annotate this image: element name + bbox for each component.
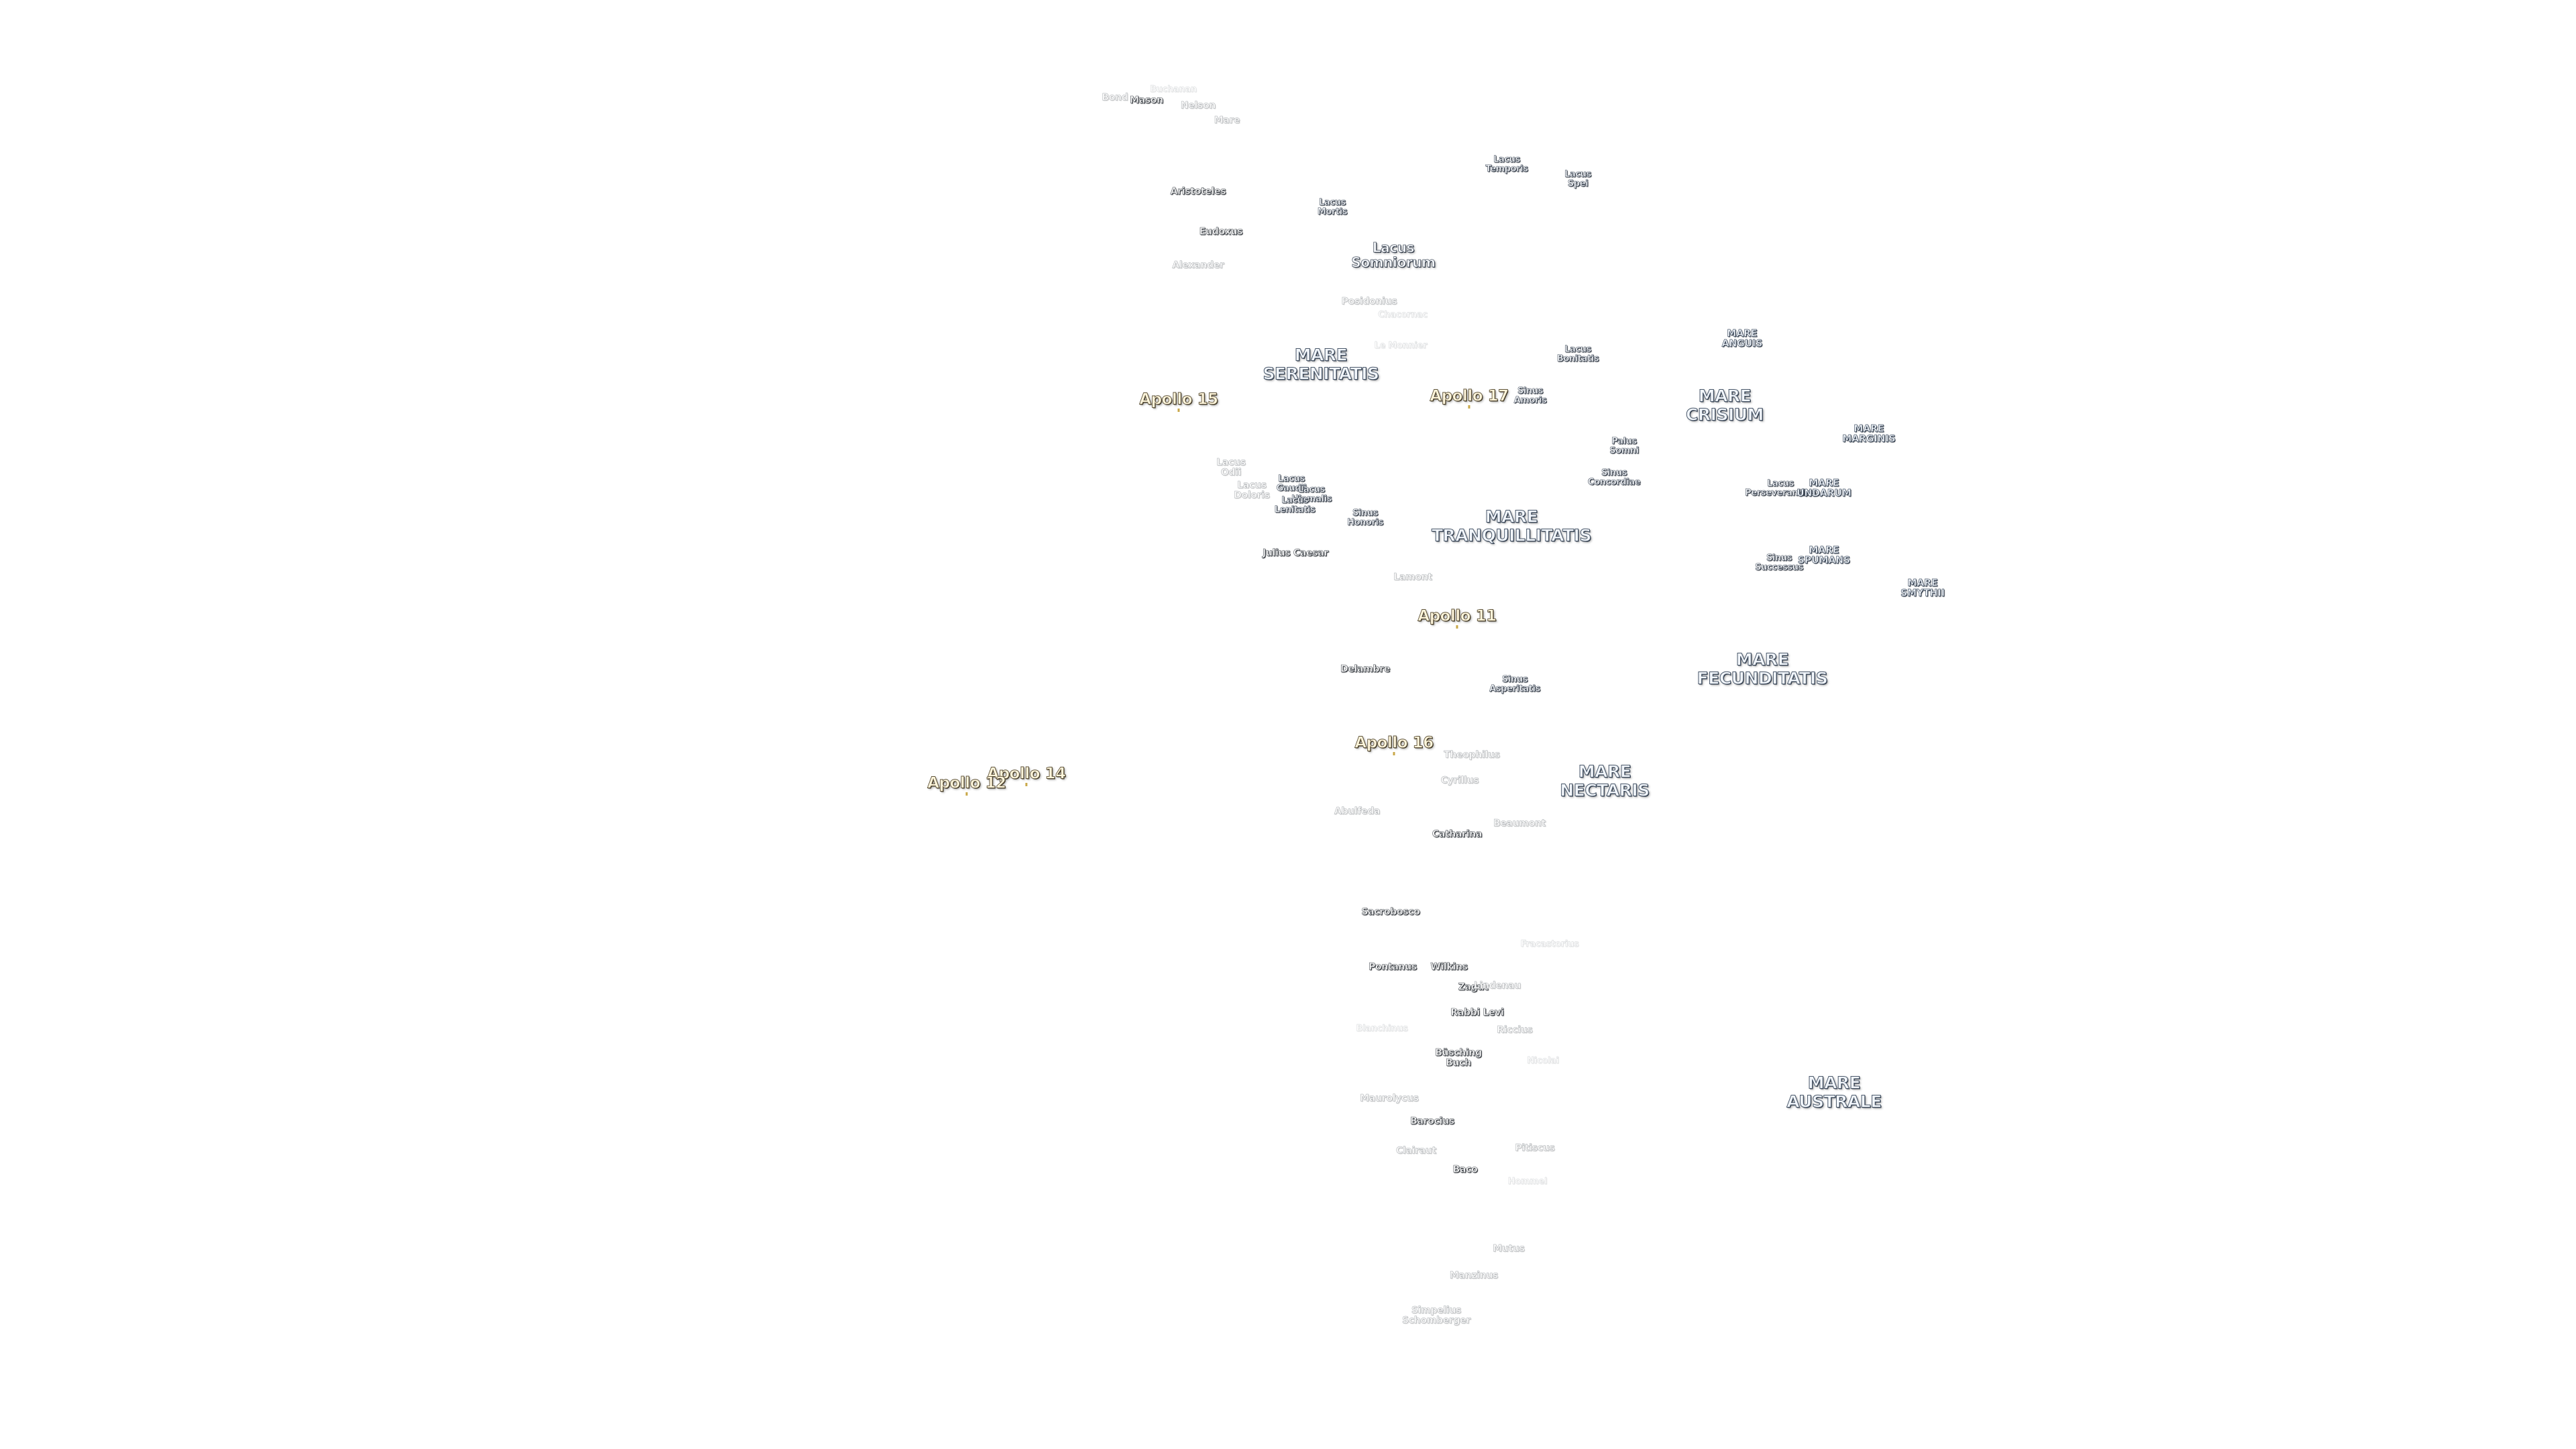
- map-label-palus-somni[interactable]: Palus Somni: [1609, 436, 1640, 456]
- map-label-catharina[interactable]: Catharina: [1432, 828, 1483, 840]
- map-label-lacus-doloris[interactable]: Lacus Doloris: [1234, 480, 1270, 501]
- map-label-apollo-17[interactable]: Apollo 17: [1430, 387, 1509, 405]
- landing-site-marker-icon: [965, 792, 968, 796]
- map-label-le-monnier[interactable]: Le Monnier: [1374, 340, 1428, 351]
- map-label-lacus-somniorum[interactable]: Lacus Somniorum: [1351, 239, 1436, 270]
- map-label-pitiscus[interactable]: Pitiscus: [1515, 1142, 1555, 1154]
- map-label-clairaut[interactable]: Clairaut: [1396, 1145, 1437, 1157]
- map-label-julius-caesar[interactable]: Julius Caesar: [1263, 547, 1329, 559]
- map-label-lacus-bonitatis[interactable]: Lacus Bonitatis: [1556, 344, 1599, 364]
- map-label-wilkins[interactable]: Wilkins: [1430, 961, 1468, 973]
- map-label-buchanan[interactable]: Buchanan: [1150, 84, 1197, 95]
- map-label-sinus-asperitatis[interactable]: Sinus Asperitatis: [1489, 674, 1541, 694]
- landing-site-marker-icon: [1025, 783, 1028, 786]
- map-label-aristoteles[interactable]: Aristoteles: [1170, 186, 1226, 197]
- map-label-baco[interactable]: Baco: [1452, 1164, 1478, 1175]
- map-label-sinus-concordiae[interactable]: Sinus Concordiae: [1587, 468, 1641, 488]
- map-label-mare-anguis[interactable]: MARE ANGUIS: [1721, 328, 1763, 350]
- map-label-chacornac[interactable]: Chacornac: [1378, 309, 1428, 320]
- map-label-barocius[interactable]: Barocius: [1410, 1116, 1455, 1127]
- landing-site-marker-icon: [1177, 409, 1180, 412]
- map-label-apollo-11[interactable]: Apollo 11: [1417, 607, 1497, 625]
- map-label-mare-undarum[interactable]: MARE UNDARUM: [1796, 478, 1851, 499]
- map-label-mare-fecunditatis[interactable]: MARE FECUNDITATIS: [1697, 649, 1828, 688]
- map-label-manzinus[interactable]: Manzinus: [1449, 1270, 1499, 1281]
- map-label-beaumont[interactable]: Beaumont: [1493, 818, 1546, 829]
- map-label-mare-australe[interactable]: MARE AUSTRALE: [1786, 1073, 1882, 1111]
- map-label-mare-tranquillitatis[interactable]: MARE TRANQUILLITATIS: [1432, 506, 1592, 545]
- map-label-hommel[interactable]: Hommel: [1507, 1176, 1548, 1187]
- map-label-mutus[interactable]: Mutus: [1493, 1243, 1525, 1254]
- map-label-lacus-perseverantiae[interactable]: Lacus Perseverantiae: [1745, 478, 1817, 498]
- map-label-lacus-temporis[interactable]: Lacus Temporis: [1485, 154, 1528, 174]
- map-label-sinus-honoris[interactable]: Sinus Honoris: [1347, 508, 1384, 528]
- map-label-sinus-successus[interactable]: Sinus Successus: [1755, 553, 1804, 573]
- landing-site-marker-icon: [1456, 625, 1458, 629]
- map-label-apollo-16[interactable]: Apollo 16: [1354, 734, 1434, 752]
- map-label-mare-crisium[interactable]: MARE CRISIUM: [1686, 386, 1764, 424]
- map-label-mare-smythii[interactable]: MARE SMYTHII: [1900, 578, 1945, 599]
- map-label-bond[interactable]: Bond: [1102, 92, 1128, 103]
- map-label-rabbi-levi[interactable]: Rabbi Levi: [1450, 1007, 1504, 1018]
- landing-site-marker-icon: [1468, 405, 1470, 409]
- map-label-lamont[interactable]: Lamont: [1393, 572, 1432, 583]
- map-label-sacrobosco[interactable]: Sacrobosco: [1361, 906, 1420, 918]
- map-label-schomberger[interactable]: Simpelius Schomberger: [1401, 1305, 1471, 1326]
- map-label-lacus-odii[interactable]: Lacus Odii: [1216, 457, 1246, 478]
- map-label-apollo-15[interactable]: Apollo 15: [1139, 390, 1219, 409]
- map-label-mason[interactable]: Mason: [1130, 95, 1164, 106]
- map-label-zagut[interactable]: Zagut: [1458, 981, 1489, 993]
- map-label-lacus-mortis[interactable]: Lacus Mortis: [1317, 197, 1348, 217]
- map-label-mare[interactable]: Mare: [1214, 115, 1240, 126]
- map-label-mare-marginis[interactable]: MARE MARGINIS: [1842, 423, 1896, 445]
- map-label-mare-nectaris[interactable]: MARE NECTARIS: [1560, 761, 1650, 800]
- map-label-cyrillus[interactable]: Cyrillus: [1440, 775, 1479, 786]
- map-label-mare-serenitatis[interactable]: MARE SERENITATIS: [1263, 345, 1380, 383]
- map-label-eudoxus[interactable]: Eudoxus: [1199, 226, 1243, 237]
- map-label-fracastorius[interactable]: Fracastorius: [1520, 938, 1579, 949]
- map-label-riccius[interactable]: Riccius: [1497, 1024, 1533, 1036]
- map-label-pontanus[interactable]: Pontanus: [1368, 961, 1417, 973]
- map-label-apollo-14[interactable]: Apollo 14: [987, 765, 1067, 783]
- map-label-sinus-amoris[interactable]: Sinus Amoris: [1513, 386, 1547, 406]
- map-label-theophilus[interactable]: Theophilus: [1444, 749, 1500, 761]
- map-label-delambre[interactable]: Delambre: [1340, 663, 1391, 675]
- map-label-lacus-spei[interactable]: Lacus Spei: [1564, 169, 1592, 189]
- map-label-alexander[interactable]: Alexander: [1172, 260, 1224, 271]
- landing-site-marker-icon: [1393, 752, 1395, 755]
- map-label-maurolycus[interactable]: Maurolycus: [1360, 1093, 1419, 1104]
- map-label-lacus-lenitatis[interactable]: Lacus Lenitatis: [1274, 495, 1316, 515]
- map-label-blanchinus[interactable]: Blanchinus: [1356, 1023, 1408, 1034]
- map-label-abulfeda[interactable]: Abulfeda: [1334, 806, 1381, 817]
- map-label-apollo-12[interactable]: Apollo 12: [927, 774, 1007, 792]
- map-label-nicolai[interactable]: Nicolai: [1527, 1055, 1559, 1066]
- map-label-posidonius[interactable]: Posidonius: [1341, 296, 1397, 307]
- map-label-lindenau[interactable]: Lindenau: [1473, 980, 1521, 991]
- map-label-lacus-hiemalis[interactable]: Lacus Hiemalis: [1291, 484, 1332, 504]
- map-label-buch[interactable]: Büsching Buch: [1435, 1047, 1483, 1069]
- map-label-lacus-gaudii[interactable]: Lacus Gaudii: [1276, 474, 1307, 494]
- map-label-nelson[interactable]: Nelson: [1180, 100, 1216, 111]
- map-label-mare-spumans[interactable]: MARE SPUMANS: [1797, 545, 1851, 566]
